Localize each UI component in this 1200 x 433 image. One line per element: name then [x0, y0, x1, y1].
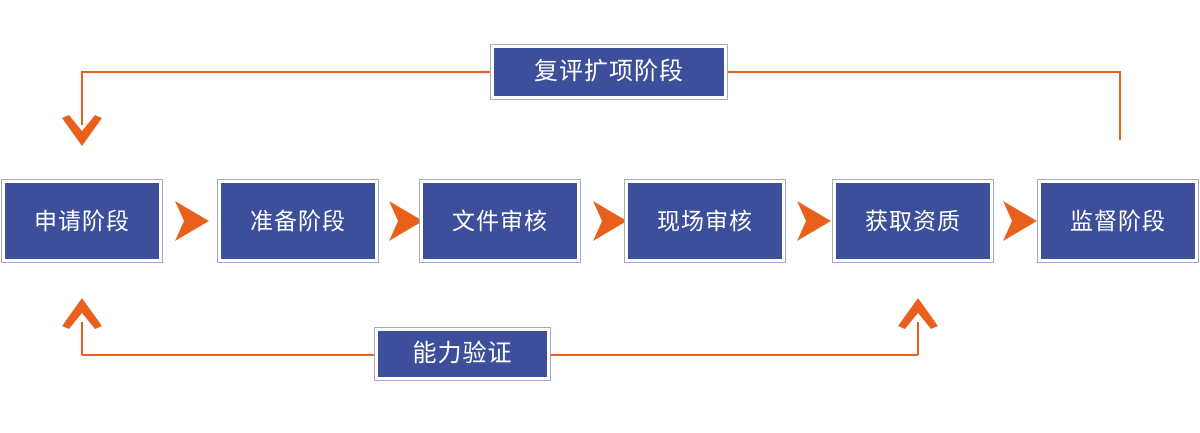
arrow-up-icon-right	[896, 298, 940, 334]
top-loop-right-vertical-line	[1119, 71, 1121, 140]
top-loop-left-vertical-line	[81, 71, 83, 125]
stage-label-3: 文件审核	[452, 207, 548, 234]
reassessment-stage-label: 复评扩项阶段	[534, 58, 684, 85]
stage-label-5: 获取资质	[865, 207, 961, 234]
bottom-loop-right-vertical-line	[917, 322, 919, 355]
stage-box-5[interactable]: 获取资质	[832, 179, 994, 263]
arrow-up-icon-left	[60, 298, 104, 334]
stage-box-3[interactable]: 文件审核	[419, 179, 581, 263]
stage-label-6: 监督阶段	[1070, 207, 1166, 234]
stage-box-4[interactable]: 现场审核	[624, 179, 786, 263]
stage-label-2: 准备阶段	[250, 207, 346, 234]
chevron-right-icon-4	[794, 197, 834, 245]
bottom-loop-left-vertical-line	[81, 322, 83, 355]
stage-label-4: 现场审核	[657, 207, 753, 234]
arrow-down-icon	[60, 110, 104, 146]
chevron-right-icon-3	[590, 197, 630, 245]
chevron-right-icon-5	[1000, 197, 1040, 245]
stage-box-2[interactable]: 准备阶段	[217, 179, 379, 263]
capability-verification-box[interactable]: 能力验证	[374, 327, 551, 381]
stage-label-1: 申请阶段	[34, 207, 130, 234]
reassessment-stage-box[interactable]: 复评扩项阶段	[490, 44, 728, 100]
stage-box-1[interactable]: 申请阶段	[1, 179, 163, 263]
chevron-right-icon-2	[386, 197, 426, 245]
capability-verification-label: 能力验证	[412, 340, 513, 367]
stage-box-6[interactable]: 监督阶段	[1037, 179, 1199, 263]
chevron-right-icon-1	[172, 197, 212, 245]
